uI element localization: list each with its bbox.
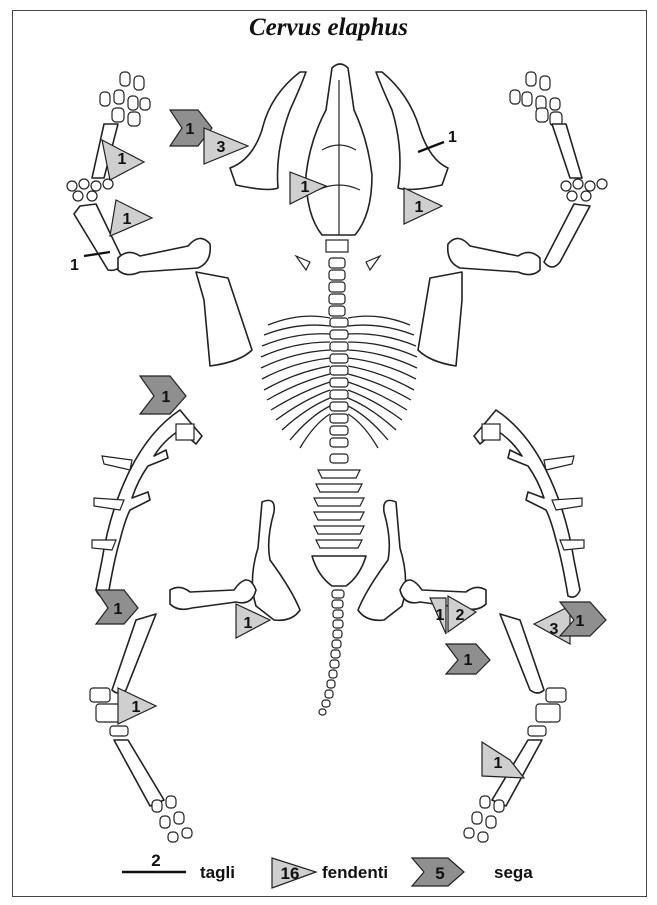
svg-text:3: 3 (550, 621, 559, 638)
svg-text:2: 2 (456, 607, 465, 624)
svg-text:1: 1 (162, 389, 171, 406)
svg-text:1: 1 (244, 615, 253, 632)
triangle-marker-mandible-right: 1 (404, 188, 442, 224)
triangle-marker-skull-left: 3 (204, 128, 248, 164)
mandible-left (230, 72, 306, 189)
saw-marker-antler-base-left: 1 (140, 376, 186, 414)
legend: 2 tagli 16 fendenti 5 sega (122, 851, 533, 888)
saw-marker-pelvis-right: 1 (446, 644, 490, 674)
svg-text:1: 1 (436, 607, 445, 624)
forelimb-left (67, 72, 252, 366)
svg-text:1: 1 (70, 257, 79, 274)
vertebral-column (261, 258, 417, 715)
legend-cuts: 2 tagli (122, 851, 235, 882)
svg-text:1: 1 (186, 121, 195, 138)
svg-text:1: 1 (123, 211, 132, 228)
svg-text:sega: sega (494, 863, 533, 882)
svg-text:1: 1 (118, 151, 127, 168)
skull (306, 64, 372, 252)
svg-text:1: 1 (415, 199, 424, 216)
legend-saw: 5 sega (412, 858, 533, 886)
svg-text:5: 5 (435, 864, 444, 883)
triangle-marker-tibia-right: 3 (534, 606, 570, 644)
svg-text:tagli: tagli (200, 863, 235, 882)
svg-text:1: 1 (494, 755, 503, 772)
svg-text:2: 2 (151, 851, 160, 870)
svg-text:1: 1 (464, 652, 473, 669)
svg-text:fendenti: fendenti (322, 863, 388, 882)
legend-chops: 16 fendenti (272, 858, 388, 888)
svg-text:1: 1 (132, 699, 141, 716)
svg-text:1: 1 (576, 613, 585, 630)
pelvis-left (252, 500, 300, 620)
svg-text:1: 1 (301, 179, 310, 196)
mandible-right (376, 72, 448, 189)
forelimb-right (418, 72, 607, 366)
saw-marker-tibia-left: 1 (96, 590, 138, 624)
svg-text:1: 1 (448, 129, 457, 146)
svg-text:3: 3 (217, 139, 226, 156)
triangle-marker-tarsal-left: 1 (118, 688, 156, 724)
antler-right (474, 410, 584, 597)
svg-text:1: 1 (114, 601, 123, 618)
antler-left (92, 410, 202, 597)
triangle-marker-forefoot-left: 1 (102, 140, 144, 180)
svg-text:16: 16 (281, 864, 300, 883)
triangle-marker-radius-left: 1 (110, 200, 152, 236)
hindlimb-right (400, 580, 566, 842)
triangle-marker-pelvis-right-a: 1 (430, 598, 446, 634)
